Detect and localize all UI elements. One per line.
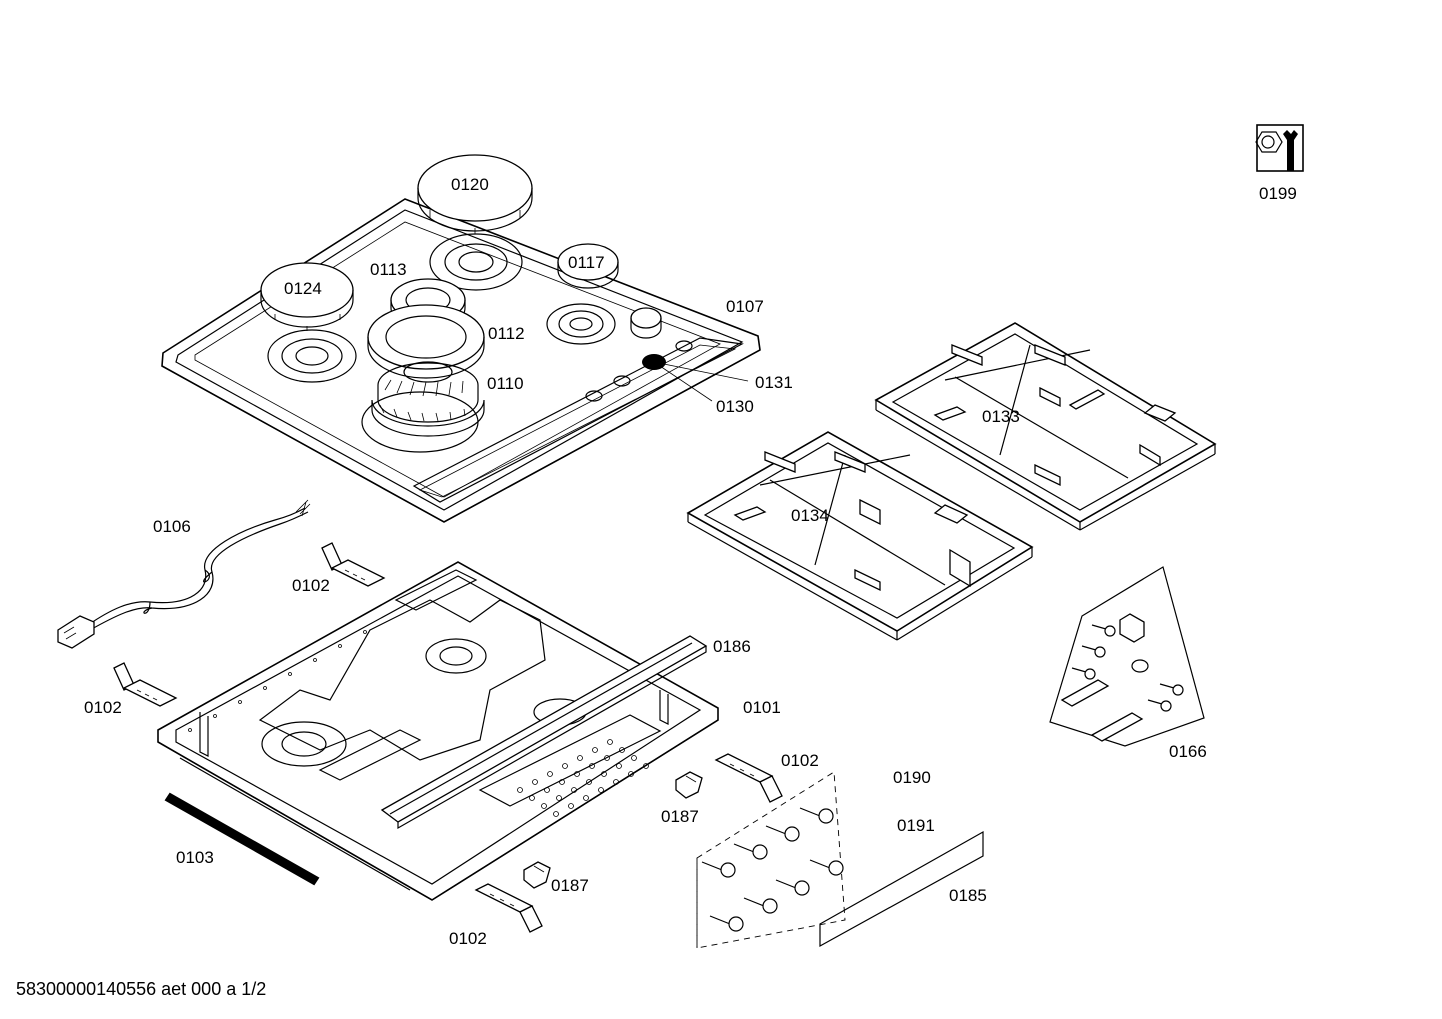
part-label-0190: 0190: [893, 768, 931, 787]
part-label-0187-right: 0187: [661, 807, 699, 826]
part-label-0166: 0166: [1169, 742, 1207, 761]
power-cable: [57, 499, 311, 649]
part-label-0113: 0113: [370, 260, 407, 279]
bracket-0102a: [321, 542, 386, 587]
part-label-0199: 0199: [1259, 184, 1297, 203]
screw-set: [696, 771, 846, 949]
part-label-0117: 0117: [568, 253, 605, 272]
part-label-0191: 0191: [897, 816, 935, 835]
base-tray: [157, 561, 719, 901]
conversion-kit-0166: [1049, 566, 1205, 747]
clip-0187b: [523, 861, 551, 889]
wrench-nut-icon: [1255, 124, 1304, 172]
part-label-0124: 0124: [284, 279, 322, 298]
part-label-0102-bottom: 0102: [449, 929, 487, 948]
seal-strip-0186: [380, 635, 708, 830]
clip-0187a: [675, 771, 703, 799]
part-label-0103: 0103: [176, 848, 214, 867]
part-label-0106: 0106: [153, 517, 191, 536]
burner-cap-0120: [417, 154, 533, 234]
gasket-strip-0103: [164, 792, 320, 886]
burner-cap-0124: [260, 262, 354, 331]
bracket-0102b: [113, 662, 178, 707]
bracket-0102d: [474, 883, 543, 933]
burner-assembly: [367, 278, 485, 437]
part-label-0107: 0107: [726, 297, 764, 316]
part-label-0133: 0133: [982, 407, 1020, 426]
part-label-0102-upper: 0102: [292, 576, 330, 595]
part-label-0120: 0120: [451, 175, 489, 194]
burner-cap-0117: [557, 243, 619, 289]
part-label-0131: 0131: [755, 373, 793, 392]
label-strip-0185: [819, 830, 984, 948]
part-label-0102-left: 0102: [84, 698, 122, 717]
cooktop-top-plate: [161, 198, 761, 523]
part-label-0134: 0134: [791, 506, 829, 525]
part-label-0187-bottom: 0187: [551, 876, 589, 895]
pan-support-0133: [874, 322, 1217, 531]
bracket-0102c: [714, 753, 783, 803]
part-label-0102-right: 0102: [781, 751, 819, 770]
part-label-0112: 0112: [488, 324, 525, 343]
part-label-0185: 0185: [949, 886, 987, 905]
part-label-0130: 0130: [716, 397, 754, 416]
part-label-0186: 0186: [713, 637, 751, 656]
pan-support-0134: [686, 431, 1034, 641]
part-label-0101: 0101: [743, 698, 781, 717]
document-id: 58300000140556 aet 000 a 1/2: [16, 979, 267, 999]
part-label-0110: 0110: [487, 374, 524, 393]
